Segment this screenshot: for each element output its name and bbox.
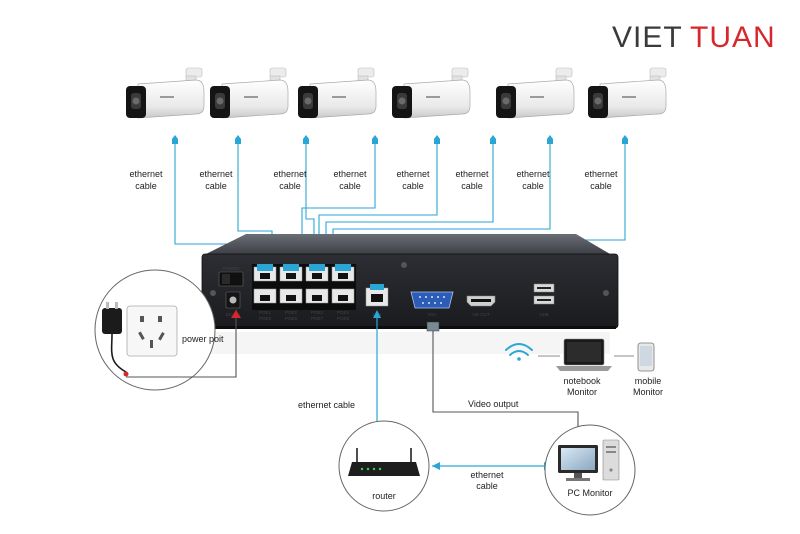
cable-label-2-line2: cable (205, 181, 227, 191)
router-group (338, 420, 430, 512)
mobile-phone-icon (637, 342, 655, 372)
pc-tower-icon (602, 439, 620, 481)
power-label: POWER (222, 266, 240, 271)
vga-label: VGA (427, 312, 437, 317)
camera-3 (298, 67, 377, 119)
poe-label-6: POE6 (285, 316, 298, 321)
power-outlet-group (94, 269, 216, 391)
video-output-label: Video output (468, 399, 519, 409)
cable-label-3-line1: ethernet (273, 169, 307, 179)
router-cable-label: ethernet cable (298, 400, 355, 410)
hdout-label: HD OUT (472, 312, 489, 317)
mobile-label-line1: mobile (635, 376, 662, 386)
usb-label: USB (539, 312, 548, 317)
cable-plugs (172, 135, 628, 144)
notebook-icon (556, 338, 612, 371)
vga-port (410, 291, 454, 309)
nvr-recorder: POWER DC48V (201, 234, 619, 354)
mobile-label-line2: Monitor (633, 387, 663, 397)
notebook-label-line2: Monitor (567, 387, 597, 397)
cable-label-1-line2: cable (135, 181, 157, 191)
camera-5 (496, 67, 575, 119)
router-icon (348, 462, 420, 476)
cable-label-5-line1: ethernet (396, 169, 430, 179)
dc-label: DC48V (226, 312, 241, 317)
video-output-cable (432, 330, 579, 432)
cable-label-8-line1: ethernet (584, 169, 618, 179)
poe-label-7: POE7 (311, 316, 324, 321)
camera-1 (126, 67, 205, 119)
poe-label-8: POE8 (337, 316, 350, 321)
brand-logo: VIET TUAN (612, 21, 776, 54)
cable-label-2-line1: ethernet (199, 169, 233, 179)
cable-label-6-line2: cable (461, 181, 483, 191)
poe-label-4: POE4 (337, 310, 350, 315)
cable-label-8-line2: cable (590, 181, 612, 191)
brand-part1: VIET (612, 21, 683, 54)
poe-label-5: POE5 (259, 316, 272, 321)
power-arrow (231, 310, 241, 318)
power-cable (126, 310, 237, 378)
notebook-label-line1: notebook (563, 376, 601, 386)
brand-part2: TUAN (690, 21, 776, 54)
cable-label-4-line2: cable (339, 181, 361, 191)
wifi-icon (505, 343, 533, 361)
camera-6 (588, 67, 667, 119)
wall-socket (126, 305, 178, 357)
poe-label-1: POE1 (259, 310, 272, 315)
router-pc-label-line1: ethernet (470, 470, 504, 480)
power-outlet-label: power poit (182, 334, 224, 344)
pc-monitor-label: PC Monitor (567, 488, 612, 498)
usb-ports (533, 283, 555, 305)
poe-label-3: POE3 (311, 310, 324, 315)
cable-label-5-line2: cable (402, 181, 424, 191)
cable-label-7-line2: cable (522, 181, 544, 191)
cable-label-3-line2: cable (279, 181, 301, 191)
vga-plug-top (426, 321, 440, 332)
router-label: router (372, 491, 396, 501)
camera-2 (210, 67, 289, 119)
router-pc-label-line2: cable (476, 481, 498, 491)
cable-label-6-line1: ethernet (455, 169, 489, 179)
pc-monitor-group (544, 424, 636, 516)
power-adapter (102, 308, 122, 334)
camera-4 (392, 67, 471, 119)
poe-label-2: POE2 (285, 310, 298, 315)
cable-label-7-line1: ethernet (516, 169, 550, 179)
poe-ports (252, 264, 356, 310)
cable-labels: ethernet cable ethernet cable ethernet c… (129, 169, 618, 191)
cable-label-4-line1: ethernet (333, 169, 367, 179)
cable-label-1-line1: ethernet (129, 169, 163, 179)
